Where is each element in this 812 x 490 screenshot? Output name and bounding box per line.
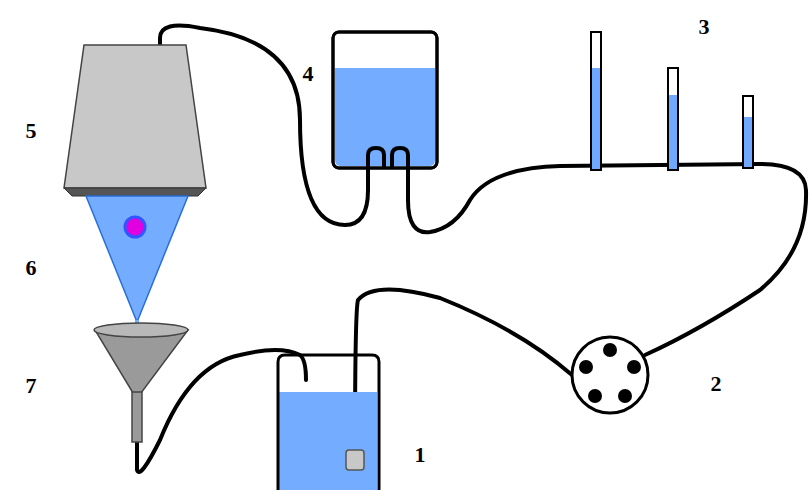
lower-tank: [278, 355, 379, 490]
callout-number: 2: [711, 373, 722, 395]
callout-number: 1: [415, 444, 426, 466]
peristaltic-pump: [572, 337, 648, 413]
upper-tank: [333, 32, 437, 192]
sample-droplet: [125, 217, 145, 237]
spray-cone: [86, 196, 188, 332]
callout-number: 3: [699, 16, 710, 38]
standpipe: [591, 32, 601, 170]
standpipe: [668, 68, 678, 170]
collection-funnel: [94, 323, 188, 442]
supply-hose: [408, 150, 806, 355]
standpipe: [743, 96, 753, 168]
intake-filter: [346, 450, 364, 470]
callout-number: 4: [303, 63, 314, 85]
intake-hose: [355, 289, 572, 452]
callout-number: 5: [26, 120, 37, 142]
lamp-head: [64, 45, 206, 196]
callout-number: 7: [26, 375, 37, 397]
callout-number: 6: [26, 257, 37, 279]
